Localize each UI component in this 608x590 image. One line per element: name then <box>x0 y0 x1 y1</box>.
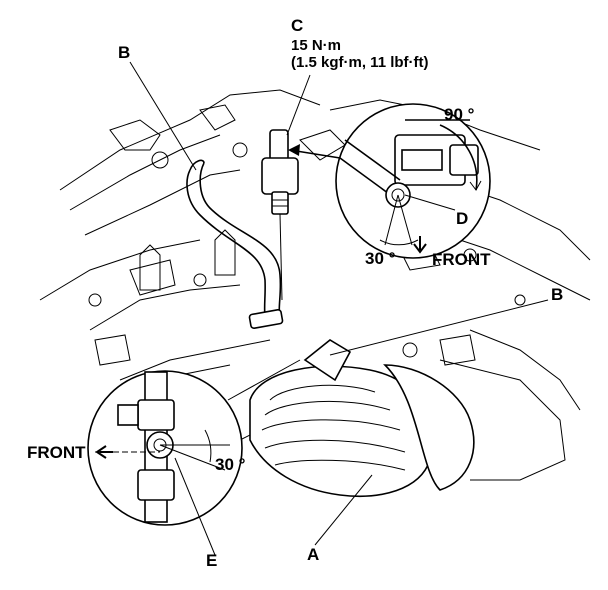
label-b-right: B <box>551 285 563 304</box>
label-b-top: B <box>118 43 130 62</box>
angle-30-bottom: 30 ° <box>215 455 246 474</box>
angle-30-top: 30 ° <box>365 249 396 268</box>
label-a: A <box>307 545 319 564</box>
torque-other-units: (1.5 kgf·m, 11 lbf·ft) <box>291 54 429 71</box>
hose-b <box>186 159 284 329</box>
leader-lines <box>95 61 549 556</box>
label-d: D <box>456 209 468 228</box>
detail-circle-top <box>335 103 491 259</box>
front-bottom: FRONT <box>27 443 86 462</box>
front-top: FRONT <box>432 250 491 269</box>
sensor-c <box>261 129 299 301</box>
detail-circle-bottom <box>87 370 243 526</box>
left-arrow-icon <box>95 445 113 459</box>
down-arrow-icon <box>413 236 427 254</box>
angle-90: 90 ° <box>444 105 475 124</box>
intake-duct-a <box>249 339 566 498</box>
torque-nm: 15 N·m <box>291 37 341 54</box>
label-e: E <box>206 551 217 570</box>
label-c: C <box>291 16 303 35</box>
